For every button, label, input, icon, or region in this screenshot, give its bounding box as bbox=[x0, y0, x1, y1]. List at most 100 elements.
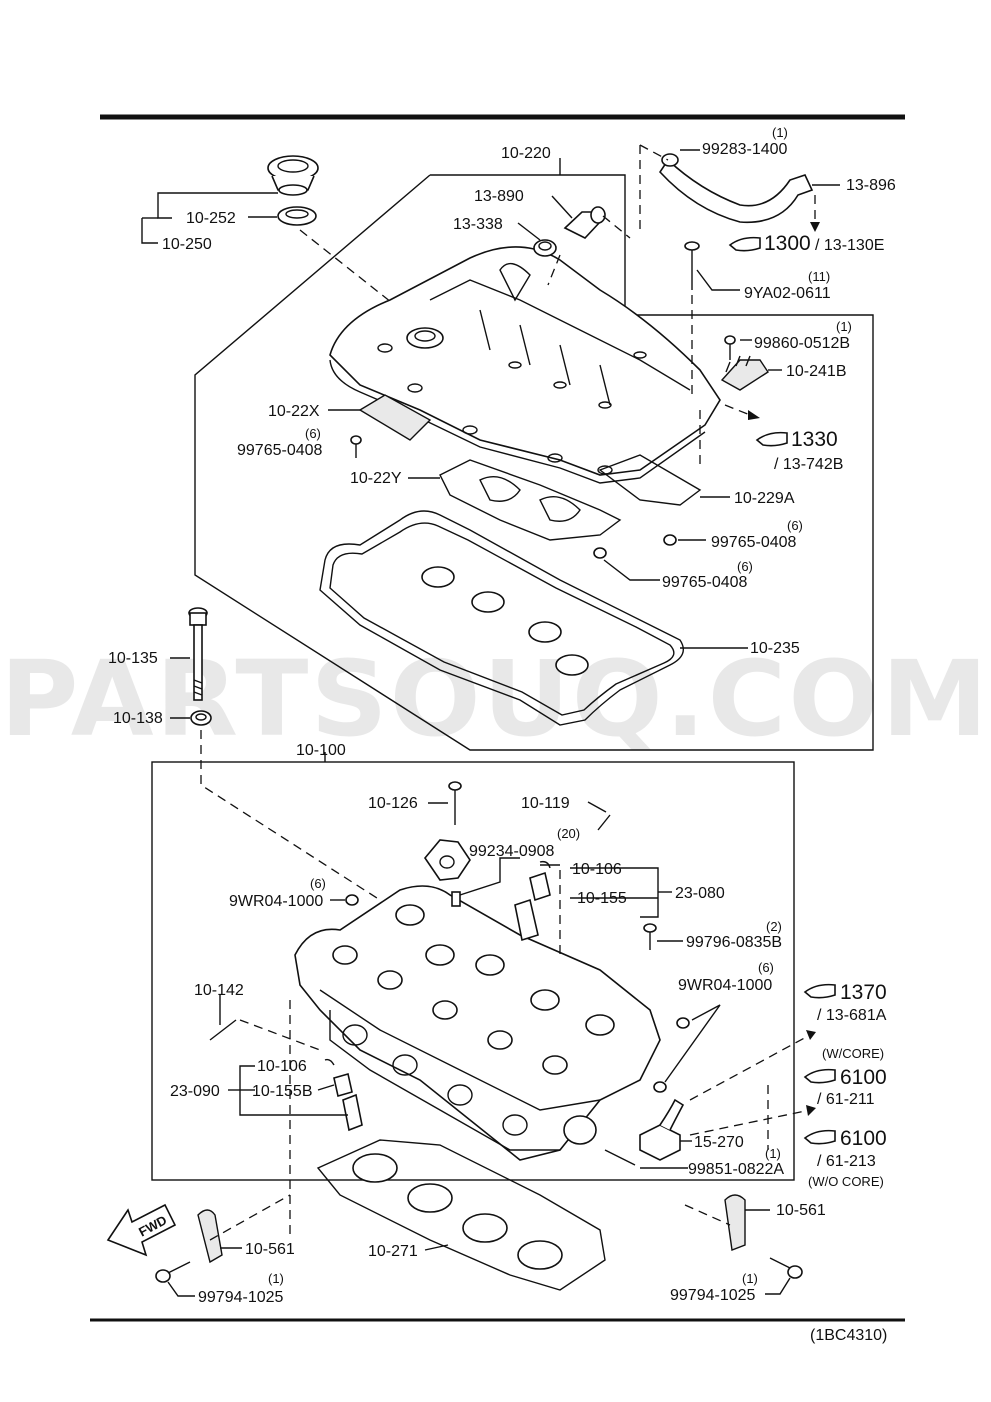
spark-plug-washer-b bbox=[653, 1004, 721, 1093]
label-99234-0908: 99234-0908 bbox=[469, 843, 555, 860]
ventilation-hose bbox=[658, 153, 814, 224]
hydraulic-lash-adjuster-b bbox=[324, 1058, 363, 1132]
ref-6100-b: 6100 bbox=[840, 1127, 887, 1150]
qty-99765-b: (6) bbox=[787, 518, 803, 533]
label-9wr04-1000-a: 9WR04-1000 bbox=[229, 893, 323, 910]
label-99796-0835b: 99796-0835B bbox=[686, 934, 782, 951]
cylinder-head bbox=[294, 885, 661, 1161]
water-outlet bbox=[639, 1098, 692, 1161]
gasket-bolts bbox=[593, 534, 706, 581]
label-10-135: 10-135 bbox=[108, 650, 158, 667]
label-10-561-left: 10-561 bbox=[245, 1241, 295, 1258]
camshaft-cap bbox=[423, 839, 471, 881]
label-9ya02-0611: 9YA02-0611 bbox=[744, 285, 831, 302]
label-w-o-core: (W/O CORE) bbox=[808, 1174, 884, 1189]
pcv-valve bbox=[551, 195, 606, 239]
label-13-896: 13-896 bbox=[846, 177, 896, 194]
harness-bracket bbox=[720, 355, 769, 391]
qty-99794-left: (1) bbox=[268, 1271, 284, 1286]
label-23-090: 23-090 bbox=[170, 1083, 220, 1100]
fwd-arrow: FWD bbox=[106, 1203, 177, 1257]
cylinder-head-group-outline bbox=[151, 761, 795, 1181]
qty-9ya02: (11) bbox=[808, 269, 830, 284]
bracket-screw bbox=[724, 335, 736, 360]
label-10-142: 10-142 bbox=[194, 982, 244, 999]
separator-gasket bbox=[408, 459, 622, 541]
stud-bolt bbox=[587, 801, 611, 831]
ref-1330-sub: / 13-742B bbox=[774, 456, 843, 473]
qty-99234: (20) bbox=[557, 826, 580, 841]
label-99765-0408-a: 99765-0408 bbox=[237, 442, 323, 459]
qty-9wr04-b: (6) bbox=[758, 960, 774, 975]
label-10-22x: 10-22X bbox=[268, 403, 320, 420]
ref-6100-a-sub: / 61-211 bbox=[817, 1091, 875, 1108]
ref-1300: 1300 bbox=[764, 232, 811, 255]
label-10-106-b: 10-106 bbox=[257, 1058, 307, 1075]
spark-plug-washer-a bbox=[330, 894, 359, 906]
label-10-561-right: 10-561 bbox=[776, 1202, 826, 1219]
label-99765-0408-b: 99765-0408 bbox=[711, 534, 797, 551]
label-10-250: 10-250 bbox=[162, 236, 212, 253]
qty-9wr04-a: (6) bbox=[310, 876, 326, 891]
label-10-126: 10-126 bbox=[368, 795, 418, 812]
label-99794-1025-right: 99794-1025 bbox=[670, 1287, 756, 1304]
ref-1370-sub: / 13-681A bbox=[817, 1007, 887, 1024]
filler-cap-seal bbox=[277, 206, 317, 226]
qty-99283: (1) bbox=[772, 125, 788, 140]
ref-1370: 1370 bbox=[840, 981, 887, 1004]
head-bolt-washer bbox=[170, 710, 212, 726]
label-99851-0822a: 99851-0822A bbox=[688, 1161, 784, 1178]
label-15-270: 15-270 bbox=[694, 1134, 744, 1151]
label-99860-0512b: 99860-0512B bbox=[754, 335, 850, 352]
hydraulic-lash-adjuster bbox=[514, 860, 560, 942]
engine-hanger-left bbox=[197, 1209, 242, 1264]
label-9wr04-1000-b: 9WR04-1000 bbox=[678, 977, 772, 994]
label-13-890: 13-890 bbox=[474, 188, 524, 205]
label-99794-1025-left: 99794-1025 bbox=[198, 1289, 284, 1306]
qty-99796: (2) bbox=[766, 919, 782, 934]
cover-bolt bbox=[684, 241, 700, 290]
label-10-106-a: 10-106 bbox=[572, 861, 622, 878]
part-labels: 10-220 (1) 99283-1400 13-896 13-890 13-3… bbox=[108, 125, 896, 1344]
label-10-138: 10-138 bbox=[113, 710, 163, 727]
ref-hand-icon bbox=[728, 236, 836, 1145]
label-10-22y: 10-22Y bbox=[350, 470, 402, 487]
label-13-338: 13-338 bbox=[453, 216, 503, 233]
qty-99794-right: (1) bbox=[742, 1271, 758, 1286]
stud-99851 bbox=[604, 1149, 688, 1169]
ref-6100-b-sub: / 61-213 bbox=[817, 1153, 876, 1170]
label-10-220: 10-220 bbox=[501, 145, 551, 162]
head-bolt bbox=[188, 607, 208, 701]
ref-6100-a: 6100 bbox=[840, 1066, 887, 1089]
head-cover-group-outline bbox=[194, 174, 874, 751]
label-10-155: 10-155 bbox=[577, 890, 627, 907]
label-10-100: 10-100 bbox=[296, 742, 346, 759]
label-10-271: 10-271 bbox=[368, 1243, 418, 1260]
engine-hanger-right bbox=[724, 1194, 770, 1251]
dowel-pin bbox=[451, 857, 520, 907]
label-99765-0408-c: 99765-0408 bbox=[662, 574, 748, 591]
label-99283-1400: 99283-1400 bbox=[702, 141, 788, 158]
label-10-119: 10-119 bbox=[521, 795, 570, 812]
ref-1300-sub: / 13-130E bbox=[815, 237, 884, 254]
hanger-bolt-left bbox=[155, 1261, 195, 1297]
cam-cap-bolt bbox=[428, 781, 462, 825]
stud-10-142 bbox=[209, 995, 237, 1041]
oil-separator-plate bbox=[328, 394, 432, 458]
label-10-241b: 10-241B bbox=[786, 363, 847, 380]
plug-hole-gasket bbox=[598, 454, 730, 506]
qty-99765-a: (6) bbox=[305, 426, 321, 441]
intake-bolt bbox=[643, 923, 683, 950]
head-cover-gasket bbox=[319, 510, 748, 726]
cylinder-head-gasket bbox=[316, 1139, 606, 1291]
diagram-code: (1BC4310) bbox=[810, 1327, 887, 1344]
label-10-235: 10-235 bbox=[750, 640, 800, 657]
label-w-core: (W/CORE) bbox=[822, 1046, 884, 1061]
cylinder-head-cover bbox=[329, 246, 721, 484]
label-23-080: 23-080 bbox=[675, 885, 725, 902]
qty-99851: (1) bbox=[765, 1146, 781, 1161]
oil-filler-cap bbox=[267, 155, 319, 196]
ref-1330: 1330 bbox=[791, 428, 838, 451]
hanger-bolt-right bbox=[765, 1257, 803, 1295]
